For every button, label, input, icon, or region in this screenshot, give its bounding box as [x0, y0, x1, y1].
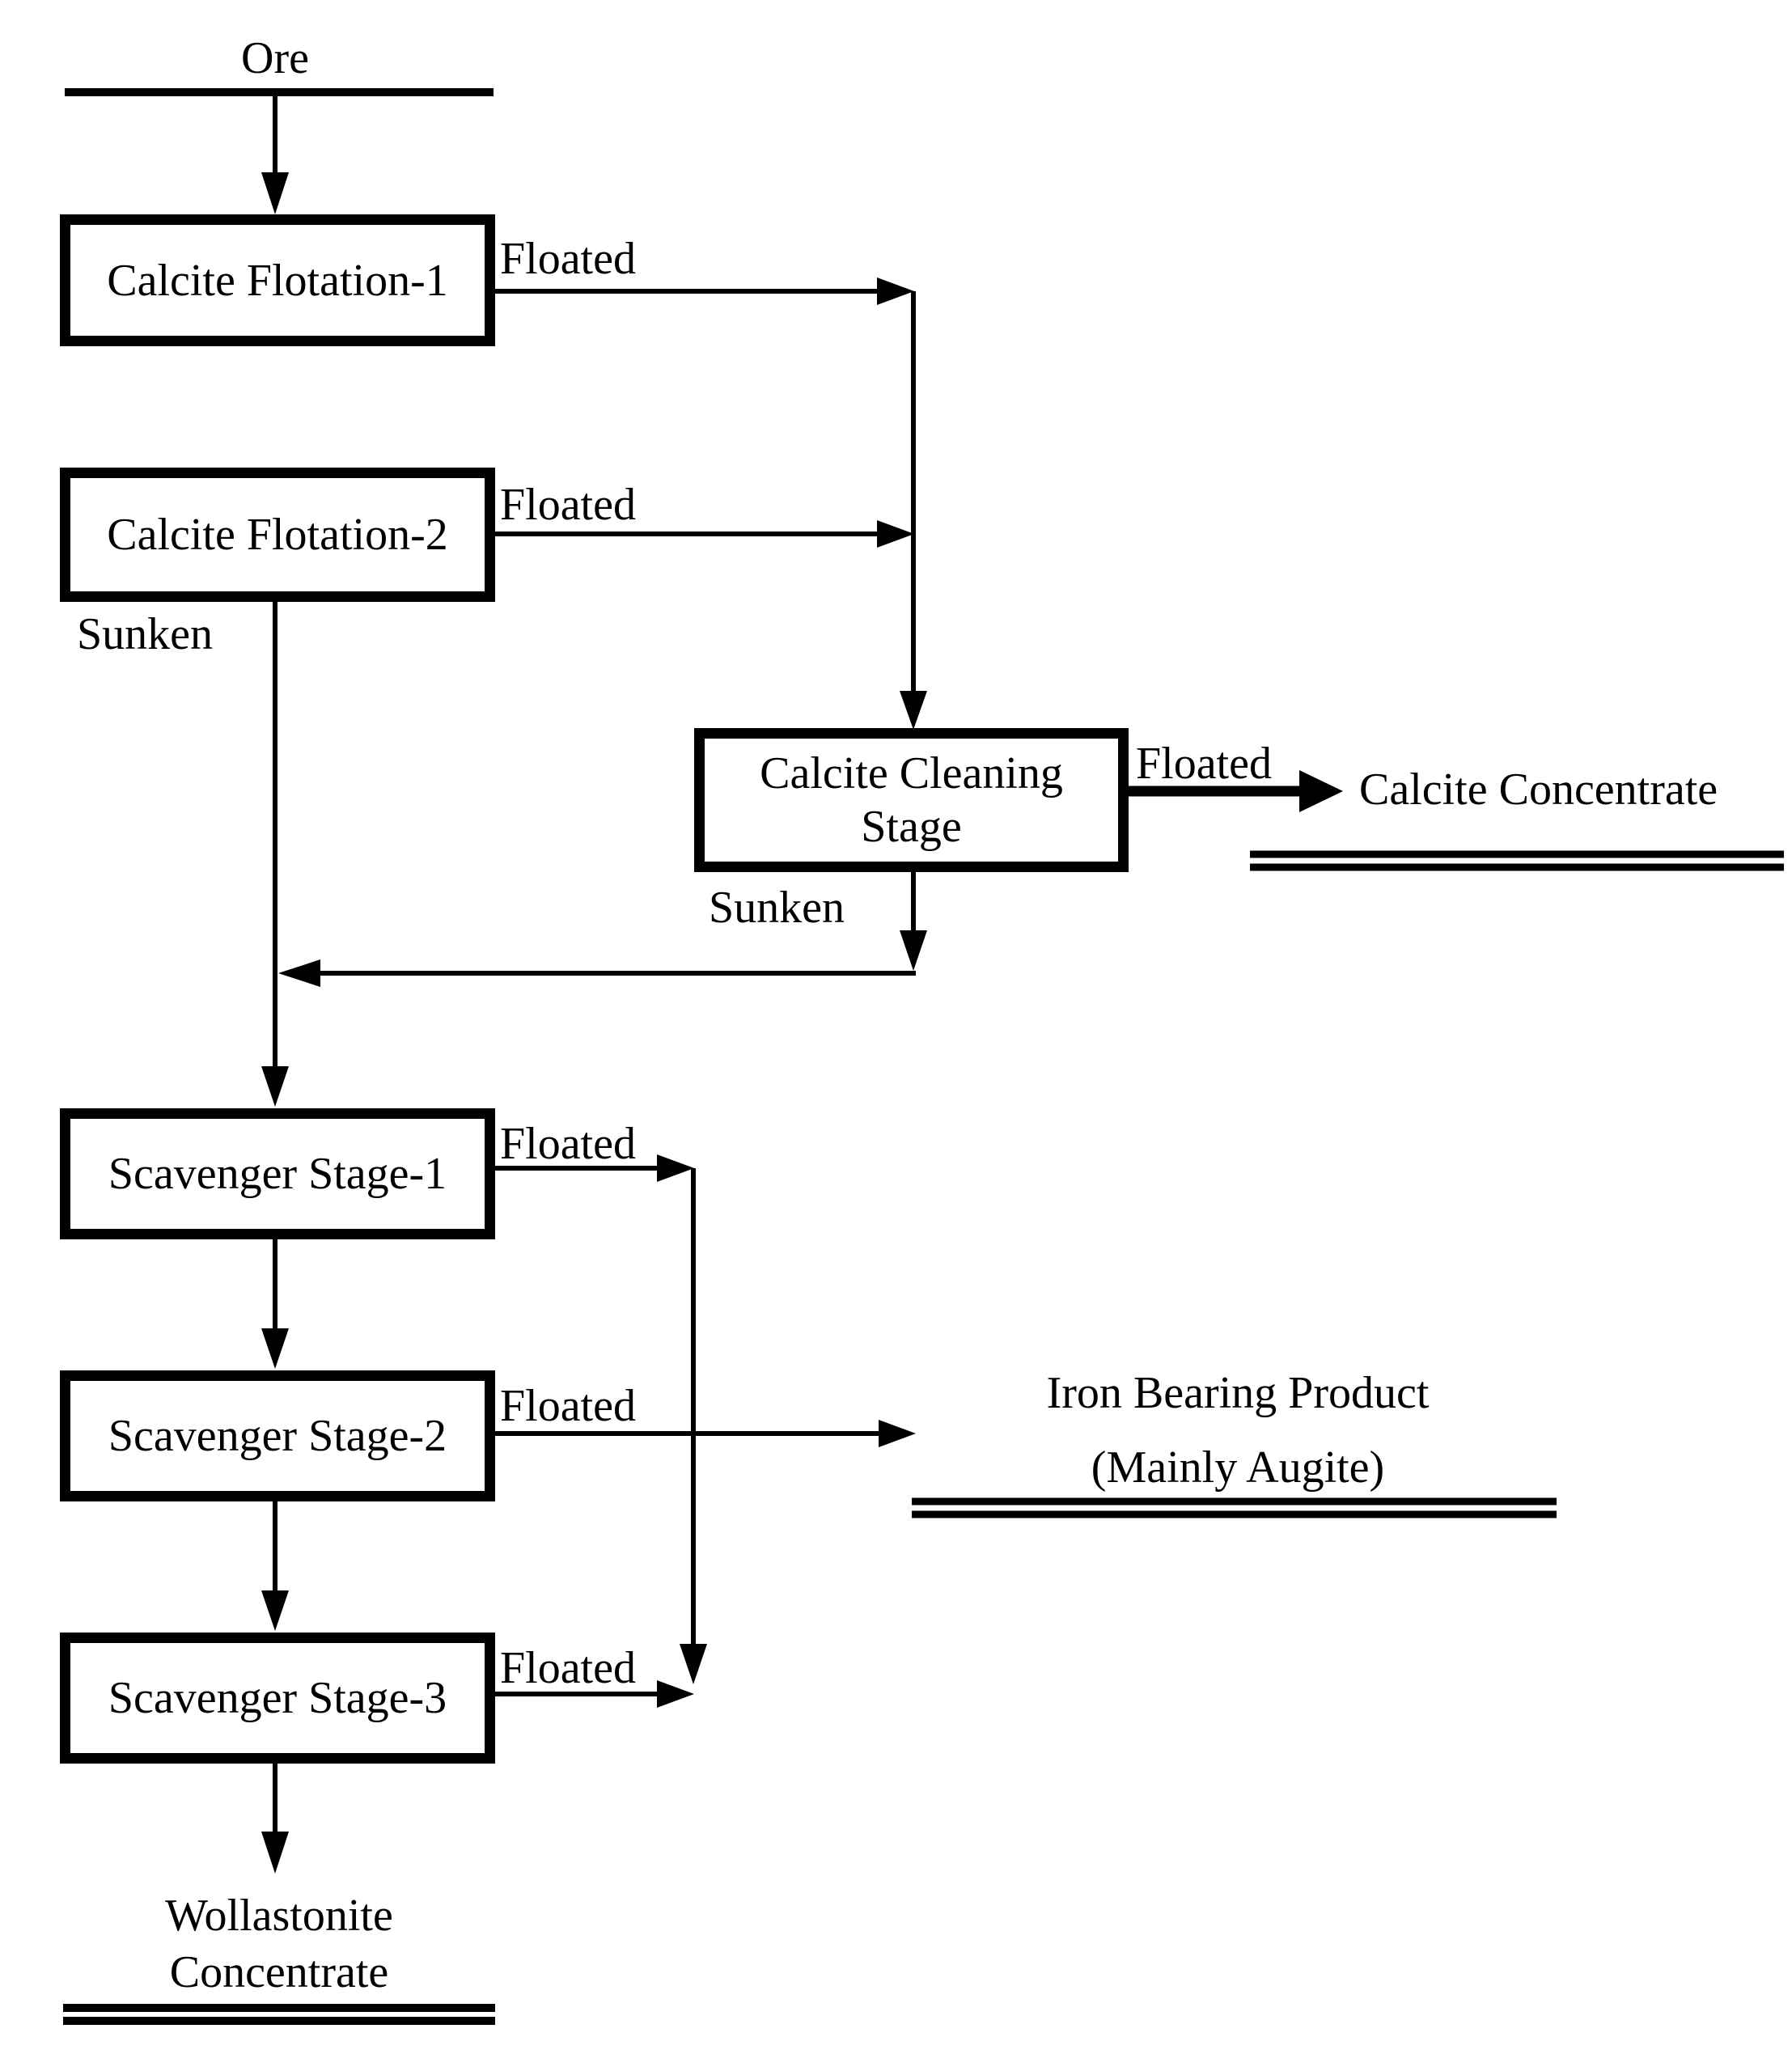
- node-scavenger-stage-1-label: Scavenger Stage-1: [108, 1149, 447, 1199]
- cf2-sunken-label: Sunken: [77, 609, 213, 659]
- arrow-ore-to-cf1: [261, 96, 289, 214]
- node-calcite-flotation-1: Calcite Flotation-1: [60, 214, 495, 346]
- arrow-cf1-floated: [489, 277, 914, 305]
- wollastonite-underline: [63, 2004, 495, 2025]
- s2-floated-label: Floated: [500, 1381, 636, 1431]
- node-scavenger-stage-3: Scavenger Stage-3: [60, 1633, 495, 1764]
- arrow-floated-collector-down: [680, 1168, 707, 1684]
- iron-product-underline: [912, 1497, 1557, 1518]
- wollastonite-concentrate-label-line1: Wollastonite: [165, 1891, 393, 1941]
- node-calcite-flotation-2: Calcite Flotation-2: [60, 468, 495, 602]
- node-calcite-cleaning-stage: Calcite Cleaning Stage: [694, 728, 1129, 872]
- arrow-s3-to-wollastonite: [261, 1764, 289, 1874]
- arrow-cf2-floated: [489, 520, 914, 548]
- node-calcite-cleaning-stage-label-line2: Stage: [861, 802, 962, 852]
- arrow-s3-floated: [489, 1680, 694, 1708]
- cleaning-floated-label: Floated: [1136, 739, 1272, 789]
- arrow-s2-to-s3: [261, 1501, 289, 1631]
- node-scavenger-stage-2-label: Scavenger Stage-2: [108, 1411, 447, 1461]
- node-calcite-flotation-2-label: Calcite Flotation-2: [107, 510, 448, 560]
- arrow-s1-to-s2: [261, 1239, 289, 1369]
- s3-floated-label: Floated: [500, 1643, 636, 1693]
- cf2-floated-label: Floated: [500, 480, 636, 530]
- s1-floated-label: Floated: [500, 1119, 636, 1169]
- calcite-concentrate-underline: [1250, 850, 1784, 871]
- calcite-concentrate-label: Calcite Concentrate: [1359, 764, 1718, 815]
- arrow-cleaning-sunken-down: [900, 872, 927, 971]
- arrow-collector-to-cleaning: [900, 291, 927, 730]
- arrow-cleaning-floated-to-concentrate: [1129, 770, 1343, 812]
- arrow-s2-floated-to-iron: [489, 1420, 916, 1447]
- wollastonite-concentrate-label-line2: Concentrate: [169, 1947, 389, 1997]
- iron-bearing-product-label-line2: (Mainly Augite): [1091, 1442, 1385, 1493]
- arrow-cleaning-sunken-return: [278, 959, 916, 987]
- arrow-s1-floated: [489, 1154, 694, 1182]
- iron-bearing-product-label-line1: Iron Bearing Product: [1046, 1368, 1430, 1418]
- node-calcite-flotation-1-label: Calcite Flotation-1: [107, 255, 448, 306]
- arrow-cf2-sunken-to-s1: [261, 602, 289, 1107]
- node-scavenger-stage-2: Scavenger Stage-2: [60, 1370, 495, 1501]
- node-scavenger-stage-3-label: Scavenger Stage-3: [108, 1673, 447, 1723]
- cf1-floated-label: Floated: [500, 234, 636, 284]
- node-scavenger-stage-1: Scavenger Stage-1: [60, 1108, 495, 1239]
- node-calcite-cleaning-stage-label-line1: Calcite Cleaning: [760, 748, 1063, 798]
- ore-label: Ore: [241, 33, 309, 83]
- cleaning-sunken-label: Sunken: [709, 883, 845, 933]
